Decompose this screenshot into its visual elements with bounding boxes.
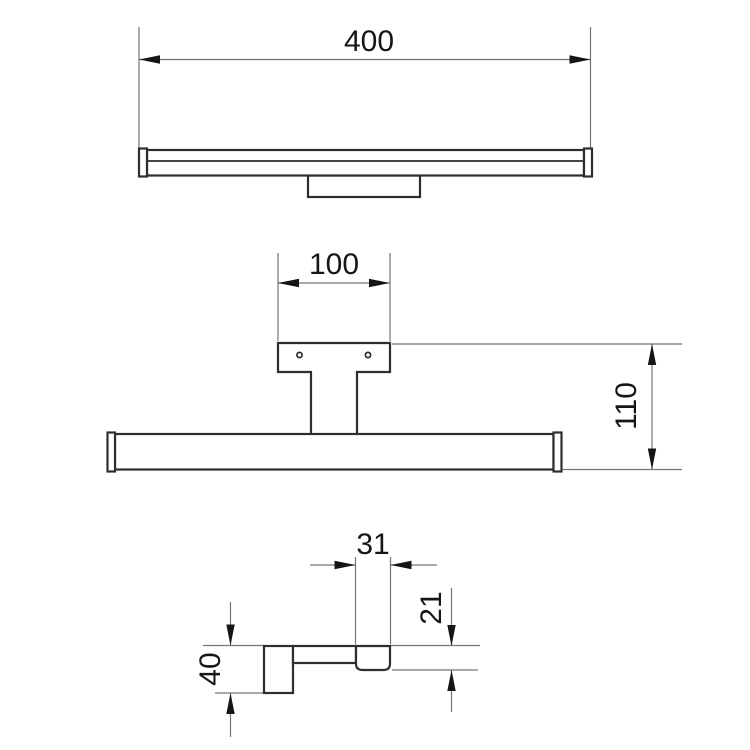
arrowhead-400-right <box>569 55 591 64</box>
side-view-arm <box>291 644 358 665</box>
screw-hole-right <box>364 351 372 359</box>
arrowhead-40-top <box>226 624 235 646</box>
dimension-label-400: 400 <box>344 25 394 58</box>
arrowhead-110-bottom <box>647 448 657 470</box>
arrowhead-100-left <box>278 278 299 288</box>
arrowhead-110-top <box>647 344 657 365</box>
dimension-label-100: 100 <box>309 248 359 281</box>
top-view-bar-endcap-left <box>137 147 149 178</box>
front-view-bar-endcap-right <box>552 431 563 473</box>
top-view-bracket <box>306 174 422 199</box>
screw-hole-left <box>296 351 303 359</box>
front-view-bracket-outline <box>276 341 392 434</box>
arrowhead-400-left <box>139 55 160 64</box>
arrowhead-100-right <box>369 278 390 288</box>
arrowhead-21-bottom <box>447 670 456 691</box>
front-view: 100 110 <box>106 248 682 473</box>
arrowhead-40-bottom <box>226 693 235 714</box>
side-view-bar-cross-section <box>354 644 392 672</box>
arrowhead-21-top <box>447 625 456 646</box>
side-view-wall-plate <box>262 644 295 695</box>
arrowhead-31-left <box>334 560 356 570</box>
dimension-label-21: 21 <box>415 591 448 624</box>
dimension-label-110: 110 <box>610 382 643 430</box>
top-view-bar-body <box>145 148 586 177</box>
dimension-label-40: 40 <box>194 652 227 685</box>
dimension-label-31: 31 <box>356 528 389 561</box>
front-view-bar-body <box>113 432 555 471</box>
arrowhead-31-right <box>390 560 412 570</box>
top-view: 400 <box>137 25 594 199</box>
front-view-bar-endcap-left <box>106 431 117 473</box>
top-view-bar-endcap-right <box>582 147 594 178</box>
side-profile-view: 31 21 40 <box>194 528 480 737</box>
